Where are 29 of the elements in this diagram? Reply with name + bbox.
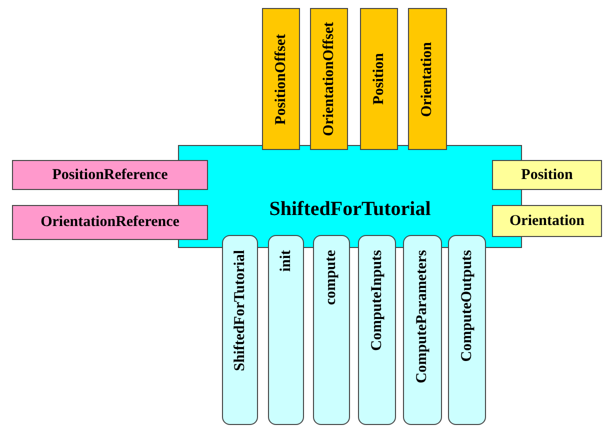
port-box: [12, 205, 208, 240]
method-box: [222, 235, 258, 425]
method-box: [358, 235, 396, 425]
port-name: Position: [370, 53, 388, 105]
method-box: [448, 235, 486, 425]
port-name: Orientation: [419, 42, 436, 116]
port-name: Orientation: [510, 212, 584, 230]
method-box: [313, 235, 350, 425]
port-name: PositionReference: [52, 166, 168, 184]
method-name: ComputeInputs: [368, 250, 386, 351]
port-name: OrientationOffset: [320, 22, 338, 136]
port-box: [12, 160, 208, 190]
method-name: ComputeOutputs: [458, 250, 476, 362]
port-box: [360, 8, 398, 150]
port-name: Position: [521, 166, 573, 184]
port-box: [492, 205, 602, 237]
method-box: [403, 235, 442, 425]
port-box: [408, 8, 447, 150]
method-name: ShiftedForTutorial: [232, 250, 248, 372]
component-name: ShiftedForTutorial: [269, 198, 431, 221]
port-box: [262, 8, 300, 150]
method-name: init: [278, 250, 294, 272]
method-name: ComputeParameters: [414, 250, 431, 384]
method-box: [268, 235, 304, 425]
port-box: [310, 8, 348, 150]
port-name: OrientationReference: [40, 214, 180, 231]
port-name: PositionOffset: [272, 34, 290, 124]
port-box: [492, 160, 602, 190]
method-name: compute: [323, 250, 340, 305]
